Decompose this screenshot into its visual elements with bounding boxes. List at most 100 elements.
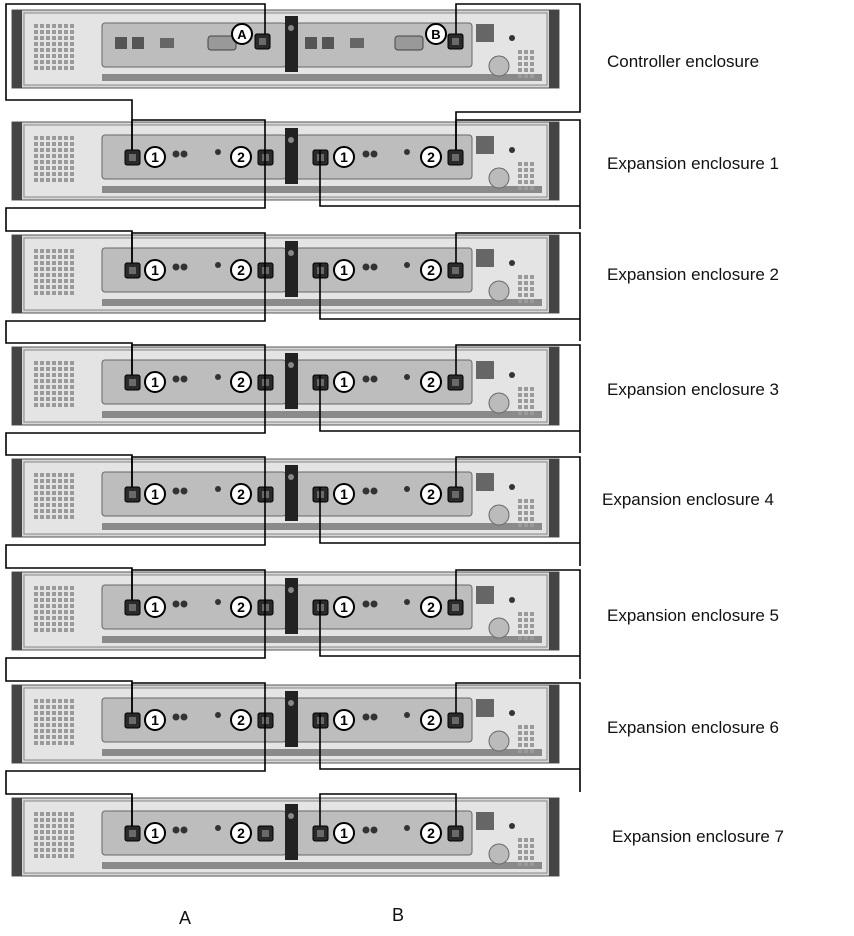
- vent-hole: [518, 281, 522, 285]
- module-latch: [285, 16, 298, 72]
- vent-hole: [58, 848, 62, 852]
- vent-hole: [524, 517, 528, 521]
- vent-hole: [46, 160, 50, 164]
- vent-hole: [52, 735, 56, 739]
- vent-hole: [46, 36, 50, 40]
- vent-hole: [34, 267, 38, 271]
- vent-hole: [70, 491, 74, 495]
- vent-hole: [40, 729, 44, 733]
- vent-hole: [530, 405, 534, 409]
- chassis-right-edge: [549, 122, 559, 200]
- vent-hole: [46, 592, 50, 596]
- vent-hole: [34, 848, 38, 852]
- vent-hole: [518, 749, 522, 753]
- vent-hole: [40, 379, 44, 383]
- vent-hole: [70, 479, 74, 483]
- vent-hole: [58, 291, 62, 295]
- vent-hole: [40, 279, 44, 283]
- status-led: [215, 712, 221, 718]
- port-socket: [129, 154, 136, 161]
- port-socket: [452, 154, 459, 161]
- vent-hole: [518, 612, 522, 616]
- bottom-rail: [102, 186, 542, 193]
- vent-hole: [46, 379, 50, 383]
- vent-hole: [40, 735, 44, 739]
- vent-hole: [58, 818, 62, 822]
- vent-hole: [52, 836, 56, 840]
- vent-hole: [70, 735, 74, 739]
- vent-hole: [70, 379, 74, 383]
- vent-hole: [46, 249, 50, 253]
- vent-hole: [70, 48, 74, 52]
- vent-hole: [64, 361, 68, 365]
- vent-hole: [524, 68, 528, 72]
- indicator-led: [509, 823, 515, 829]
- vent-hole: [40, 373, 44, 377]
- status-led: [370, 713, 378, 721]
- port-socket: [452, 379, 459, 386]
- vent-hole: [70, 812, 74, 816]
- vent-hole: [46, 705, 50, 709]
- chassis-left-edge: [12, 798, 22, 876]
- status-led: [370, 600, 378, 608]
- vent-hole: [518, 511, 522, 515]
- vent-hole: [34, 628, 38, 632]
- vent-hole: [40, 717, 44, 721]
- vent-hole: [34, 610, 38, 614]
- vent-hole: [58, 503, 62, 507]
- vent-hole: [40, 515, 44, 519]
- vent-hole: [524, 725, 528, 729]
- vent-hole: [70, 373, 74, 377]
- vent-hole: [70, 391, 74, 395]
- vent-hole: [34, 54, 38, 58]
- module-number-circle: [333, 596, 355, 618]
- status-led: [172, 263, 180, 271]
- latch-screw: [288, 813, 294, 819]
- module-number-circle: [144, 259, 166, 281]
- vent-hole: [70, 830, 74, 834]
- vent-hole: [34, 497, 38, 501]
- vent-hole: [70, 503, 74, 507]
- module-number: 1: [151, 599, 159, 615]
- chassis-left-edge: [12, 122, 22, 200]
- vent-hole: [64, 385, 68, 389]
- vent-hole: [518, 517, 522, 521]
- vent-hole: [58, 473, 62, 477]
- vent-hole: [58, 824, 62, 828]
- vent-hole: [34, 142, 38, 146]
- vent-hole: [34, 279, 38, 283]
- vent-hole: [518, 299, 522, 303]
- vent-hole: [52, 628, 56, 632]
- vent-hole: [64, 160, 68, 164]
- vent-hole: [58, 741, 62, 745]
- vent-hole: [34, 604, 38, 608]
- module-number: 2: [237, 712, 245, 728]
- latch-screw: [288, 362, 294, 368]
- vent-hole: [524, 731, 528, 735]
- usb-port: [305, 37, 317, 49]
- vent-hole: [70, 142, 74, 146]
- vent-hole: [64, 48, 68, 52]
- vent-hole: [40, 255, 44, 259]
- vent-hole: [530, 850, 534, 854]
- status-led: [404, 374, 410, 380]
- vent-hole: [40, 391, 44, 395]
- vent-hole: [40, 497, 44, 501]
- vent-hole: [70, 403, 74, 407]
- vent-hole: [52, 616, 56, 620]
- module-number: 1: [151, 486, 159, 502]
- vent-hole: [58, 616, 62, 620]
- vent-hole: [64, 604, 68, 608]
- vent-hole: [52, 699, 56, 703]
- vent-hole: [64, 729, 68, 733]
- vent-hole: [524, 523, 528, 527]
- module-number-circle: [333, 709, 355, 731]
- vent-hole: [34, 729, 38, 733]
- vent-hole: [46, 391, 50, 395]
- vent-hole: [40, 485, 44, 489]
- module-number-circle: [420, 146, 442, 168]
- module-number: 2: [427, 712, 435, 728]
- vent-hole: [40, 598, 44, 602]
- power-switch: [476, 699, 494, 717]
